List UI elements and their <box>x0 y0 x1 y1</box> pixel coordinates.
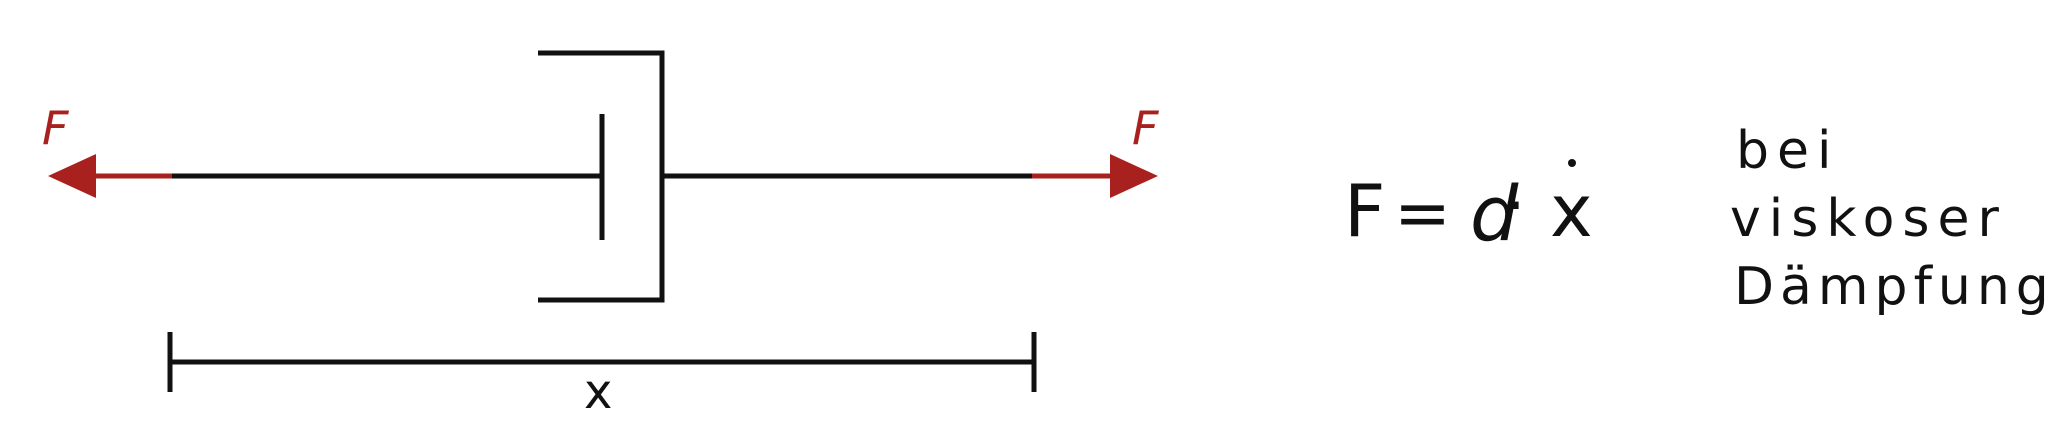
force-arrow-left-head <box>48 154 96 198</box>
velocity-overdot <box>1568 159 1576 167</box>
force-arrow-left <box>48 154 172 198</box>
force-arrow-right-head <box>1110 154 1158 198</box>
length-label: x <box>584 364 612 420</box>
note-line-1: bei <box>1736 121 1839 181</box>
damping-note: bei viskoser Dämpfung <box>1730 121 2048 317</box>
formula-damping-constant: d <box>1470 169 1519 258</box>
formula-multiply-dot: · <box>1506 171 1525 241</box>
note-line-3: Dämpfung <box>1734 257 2048 317</box>
formula-lhs: F <box>1344 169 1385 253</box>
force-left-label: F <box>42 101 69 155</box>
force-arrow-right <box>1032 154 1158 198</box>
note-line-2: viskoser <box>1730 189 2007 249</box>
force-right-label: F <box>1132 101 1159 155</box>
length-dimension <box>167 332 1037 392</box>
formula-equals: = <box>1394 174 1451 253</box>
formula-velocity: x <box>1550 169 1593 253</box>
damping-formula: F = d · x <box>1344 159 1593 258</box>
